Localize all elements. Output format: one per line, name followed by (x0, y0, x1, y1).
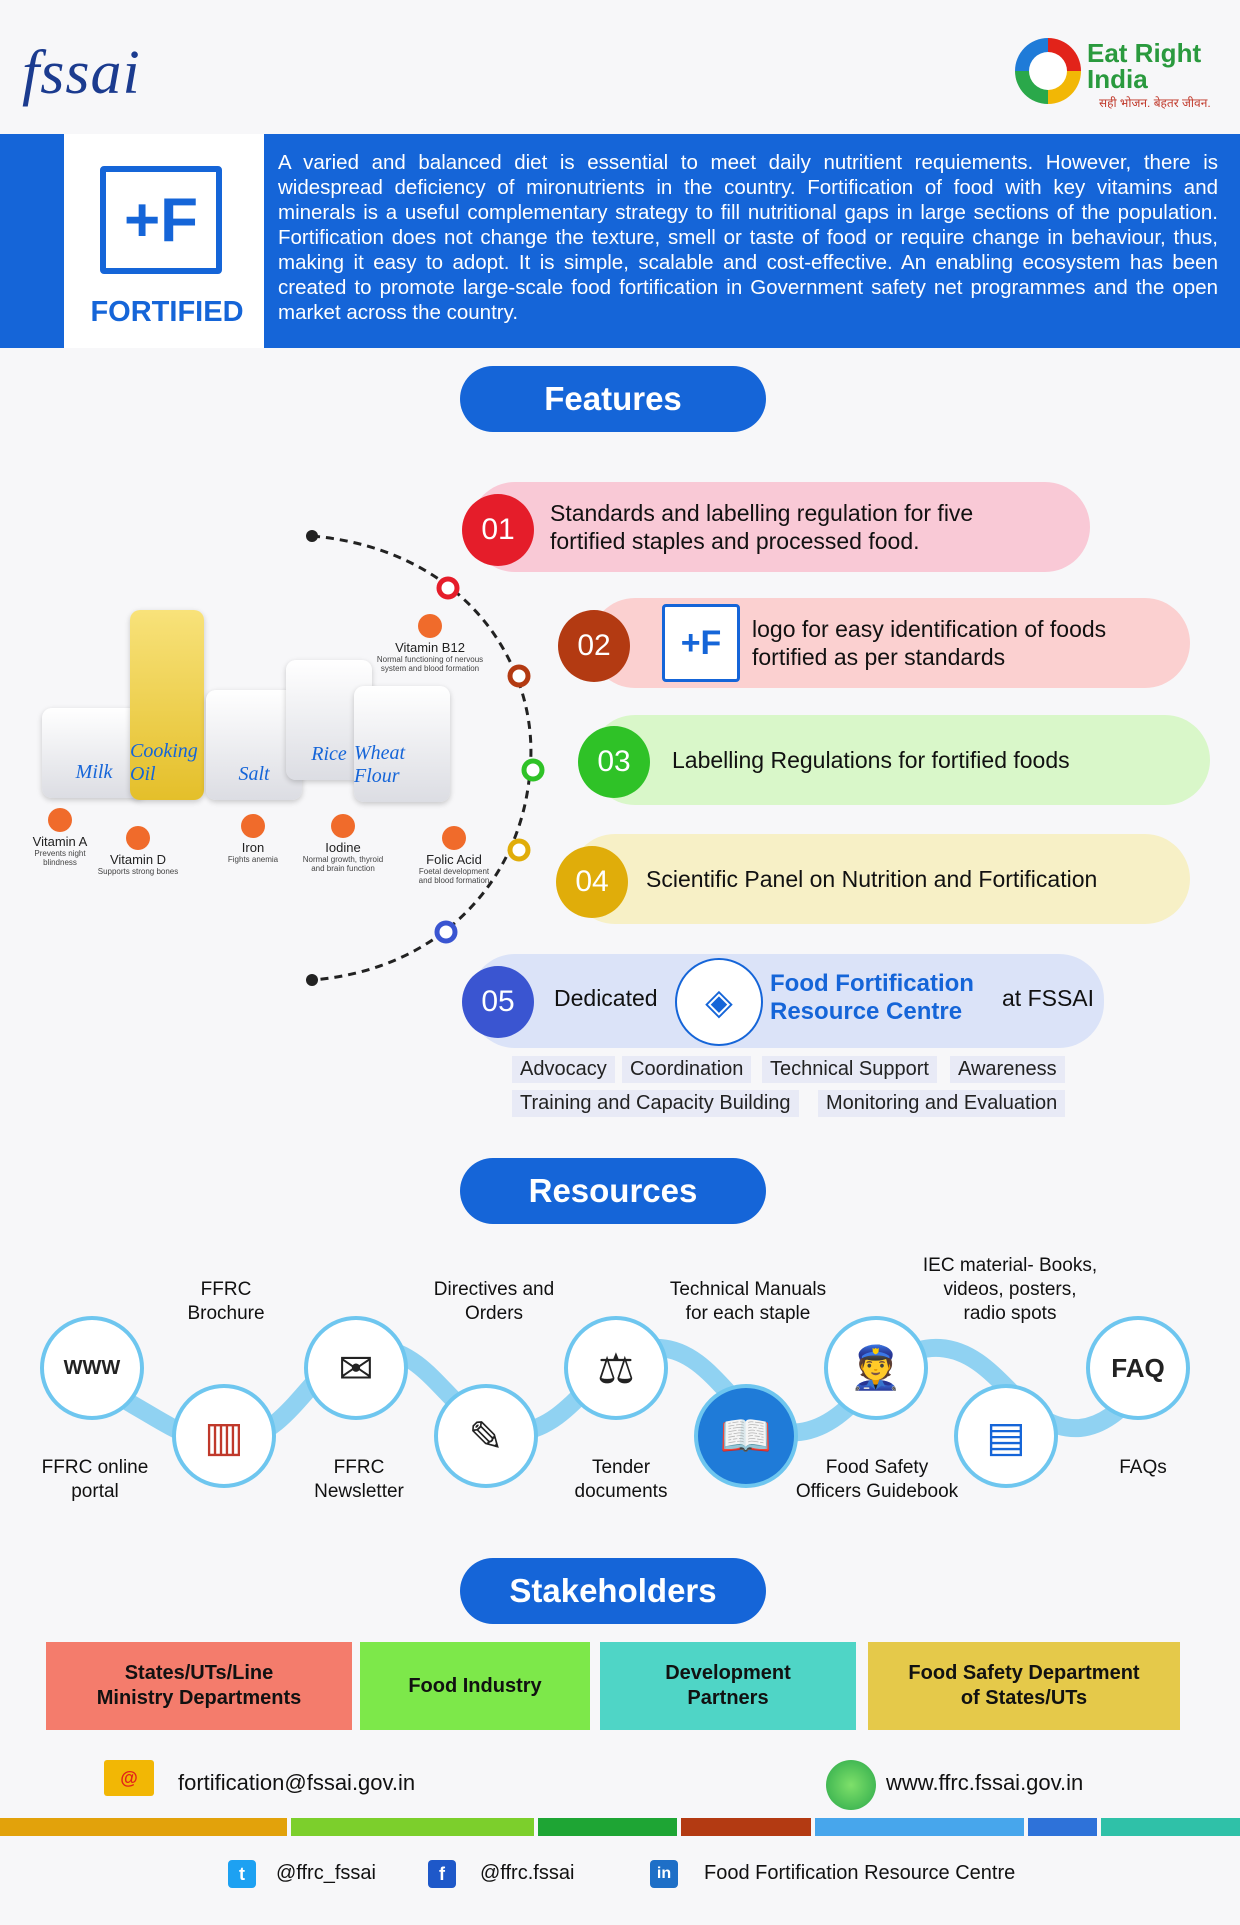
stripe-segment (1101, 1818, 1240, 1836)
feature-02-number: 02 (558, 610, 630, 682)
social-twitter[interactable]: @ffrc_fssai (276, 1862, 376, 1884)
twitter-icon: t (228, 1860, 256, 1888)
feature-item-01: Standards and labelling regulation for f… (470, 482, 1090, 572)
product-wheat-flour: Wheat Flour (354, 686, 450, 802)
intro-text: A varied and balanced diet is essential … (278, 151, 1218, 324)
faq-icon[interactable]: FAQ (1086, 1316, 1190, 1420)
fortified-logo-label: FORTIFIED (90, 296, 244, 328)
stripe-segment (0, 1818, 287, 1836)
feature-item-02: +F logo for easy identification of foods… (590, 598, 1190, 688)
stripe-segment (680, 1818, 812, 1836)
eri-tagline: सही भोजन. बेहतर जीवन. (1099, 96, 1211, 110)
stakeholders-heading: Stakeholders (460, 1558, 766, 1624)
feature-02-line1: logo for easy identification of foods (752, 616, 1107, 642)
globe-icon[interactable]: WWW (40, 1316, 144, 1420)
social-facebook[interactable]: @ffrc.fssai (480, 1862, 575, 1884)
tag-coordination: Coordination (622, 1056, 752, 1083)
feature-01-line1: Standards and labelling regulation for f… (550, 500, 974, 526)
person-icon (241, 814, 265, 838)
resource-label-iec-material[interactable]: IEC material- Books,videos, posters,radi… (922, 1255, 1098, 1324)
resources-heading: Resources (460, 1158, 766, 1224)
website-globe-icon (826, 1760, 876, 1810)
tag-training: Training and Capacity Building (512, 1090, 799, 1117)
brochure-icon[interactable]: ▥ (172, 1384, 276, 1488)
brain-icon (418, 614, 442, 638)
resource-label-faqs[interactable]: FAQs (1119, 1457, 1167, 1478)
stripe-segment (290, 1818, 534, 1836)
feature-04-number: 04 (556, 846, 628, 918)
social-linkedin[interactable]: Food Fortification Resource Centre (704, 1862, 1016, 1884)
ffrc-map-emblem-icon: ◈ (675, 958, 763, 1046)
feature-05-number: 05 (462, 966, 534, 1038)
product-milk: Milk (42, 708, 146, 798)
facebook-icon: f (428, 1860, 456, 1888)
stripe-segment (815, 1818, 1024, 1836)
tag-technical-support: Technical Support (762, 1056, 937, 1083)
features-heading: Features (460, 366, 766, 432)
product-cooking-oil: Cooking Oil (130, 610, 204, 800)
tag-awareness: Awareness (950, 1056, 1065, 1083)
ffrc-wordmark: Food Fortification Resource Centre (770, 970, 974, 1025)
stakeholder-food-industry: Food Industry (360, 1642, 590, 1730)
feature-03-number: 03 (578, 726, 650, 798)
eat-right-india-emblem-icon (1015, 38, 1081, 104)
tag-monitoring: Monitoring and Evaluation (818, 1090, 1066, 1117)
tender-icon[interactable]: ⚖ (564, 1316, 668, 1420)
feature-05-post: at FSSAI (1002, 985, 1095, 1011)
contact-website[interactable]: www.ffrc.fssai.gov.in (886, 1770, 1084, 1795)
eye-icon (48, 808, 72, 832)
feature-timeline-arc (306, 530, 545, 986)
officer-icon[interactable]: 👮 (824, 1316, 928, 1420)
thyroid-icon (331, 814, 355, 838)
eri-title: Eat Right India (1087, 38, 1202, 94)
stripe-segment (1027, 1818, 1098, 1836)
feature-item-04: Scientific Panel on Nutrition and Fortif… (570, 834, 1190, 924)
email-envelope-icon: @ (104, 1760, 154, 1796)
feature-01-line2: fortified staples and processed food. (550, 528, 920, 554)
documents-icon[interactable]: ▤ (954, 1384, 1058, 1488)
fssai-logo: fssai (22, 39, 141, 107)
tag-advocacy: Advocacy (512, 1056, 615, 1083)
feature-03-line1: Labelling Regulations for fortified food… (672, 746, 1070, 773)
manual-reader-icon[interactable]: 📖 (694, 1384, 798, 1488)
feature-01-number: 01 (462, 494, 534, 566)
feature-04-line1: Scientific Panel on Nutrition and Fortif… (646, 865, 1098, 892)
linkedin-icon: in (650, 1860, 678, 1888)
eat-right-india-logo: Eat Right India सही भोजन. बेहतर जीवन. (1015, 38, 1215, 110)
foetus-icon (442, 826, 466, 850)
bone-icon (126, 826, 150, 850)
fortified-logo-small-icon: +F (662, 604, 740, 682)
feature-05-pre: Dedicated (554, 985, 658, 1011)
newspaper-icon[interactable]: ✉ (304, 1316, 408, 1420)
fortified-plus-f-icon: +F (100, 166, 222, 274)
notice-icon[interactable]: ✎ (434, 1384, 538, 1488)
stripe-segment (537, 1818, 677, 1836)
feature-02-line2: fortified as per standards (752, 644, 1006, 670)
footer-color-stripe (0, 1818, 1240, 1836)
feature-item-05: Dedicated ◈ Food Fortification Resource … (470, 954, 1104, 1048)
contact-email[interactable]: fortification@fssai.gov.in (178, 1770, 416, 1795)
feature-item-03: Labelling Regulations for fortified food… (590, 715, 1210, 805)
